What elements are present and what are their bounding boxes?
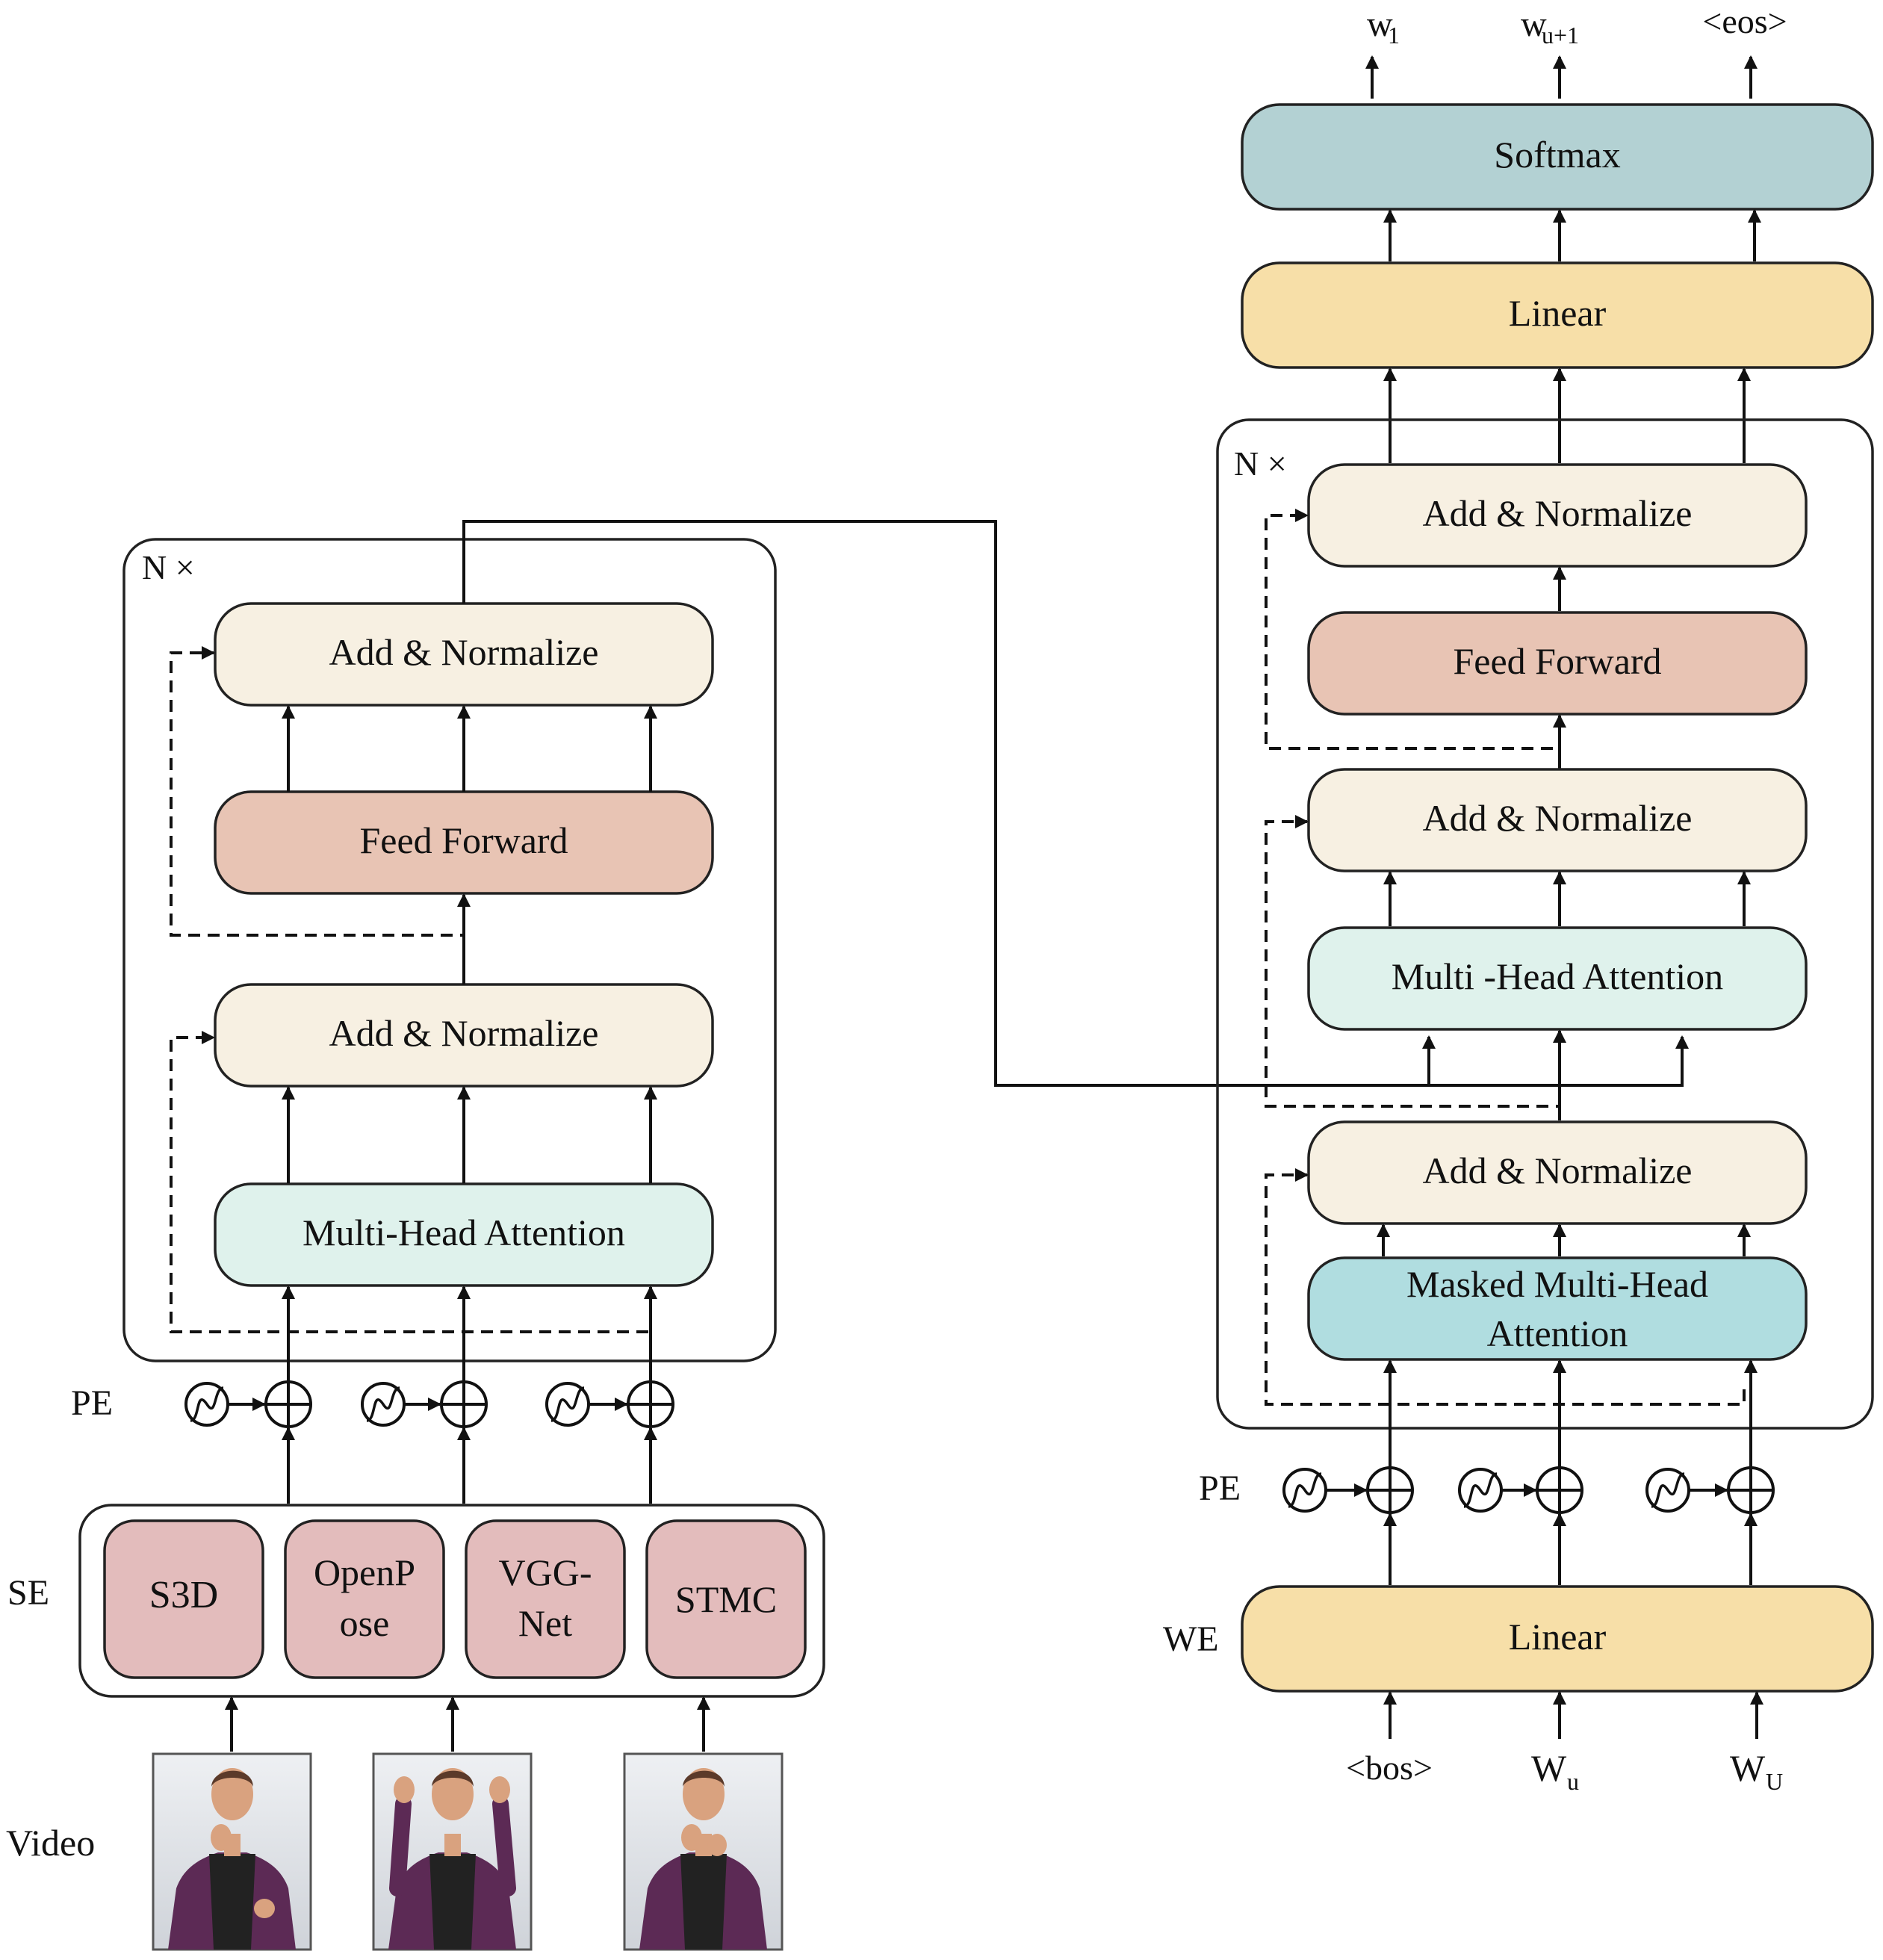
input-token: W u bbox=[1531, 1747, 1579, 1795]
svg-text:u+1: u+1 bbox=[1542, 22, 1579, 49]
decoder-repeat-label: N × bbox=[1234, 444, 1287, 483]
svg-text:S3D: S3D bbox=[149, 1574, 218, 1616]
svg-text:Softmax: Softmax bbox=[1494, 134, 1620, 176]
svg-text:U: U bbox=[1766, 1768, 1783, 1795]
feature-to-pe-arrows bbox=[282, 1427, 657, 1504]
decoder-add-normalize-3: Add & Normalize bbox=[1307, 463, 1808, 568]
svg-text:Masked Multi-Head: Masked Multi-Head bbox=[1406, 1263, 1708, 1305]
feature-block-stmc: STMC bbox=[645, 1519, 807, 1679]
feature-block-vggnet: VGG- Net bbox=[465, 1519, 626, 1679]
svg-text:W: W bbox=[1730, 1747, 1766, 1789]
positional-encoding-unit bbox=[1645, 1466, 1775, 1514]
se-label: SE bbox=[7, 1573, 49, 1613]
input-tokens: <bos> W u W U bbox=[1346, 1747, 1783, 1795]
svg-text:u: u bbox=[1567, 1768, 1579, 1795]
encoder-add-normalize-top: Add & Normalize bbox=[214, 602, 714, 707]
positional-encoding-unit bbox=[184, 1380, 312, 1428]
encoder-repeat-label: N × bbox=[142, 548, 195, 586]
svg-text:Add & Normalize: Add & Normalize bbox=[1422, 492, 1692, 534]
encoder-multi-head-attention: Multi-Head Attention bbox=[214, 1182, 714, 1287]
svg-text:STMC: STMC bbox=[675, 1578, 777, 1620]
svg-text:w: w bbox=[1367, 4, 1393, 44]
svg-text:<bos>: <bos> bbox=[1346, 1749, 1433, 1787]
svg-text:Attention: Attention bbox=[1487, 1312, 1628, 1354]
output-token: w u+1 bbox=[1521, 4, 1579, 49]
svg-text:ose: ose bbox=[340, 1602, 390, 1644]
video-frame-1 bbox=[152, 1752, 312, 1951]
svg-text:Add & Normalize: Add & Normalize bbox=[329, 1012, 598, 1054]
svg-text:w: w bbox=[1521, 4, 1547, 44]
svg-text:W: W bbox=[1531, 1747, 1567, 1789]
decoder-multi-head-attention: Multi -Head Attention bbox=[1307, 926, 1808, 1031]
svg-text:Add & Normalize: Add & Normalize bbox=[1422, 1150, 1692, 1191]
input-to-embedding-arrows bbox=[1383, 1691, 1763, 1739]
positional-encoding-unit bbox=[361, 1380, 488, 1428]
video-frame-2 bbox=[372, 1752, 533, 1951]
feature-block-s3d: S3D bbox=[103, 1519, 264, 1679]
masked-to-addnorm-arrows bbox=[1377, 1224, 1751, 1256]
output-tokens: w 1 w u+1 <eos> bbox=[1367, 2, 1787, 49]
encoder-pe-label: PE bbox=[71, 1383, 113, 1423]
decoder-feed-forward: Feed Forward bbox=[1307, 611, 1808, 716]
svg-text:OpenP: OpenP bbox=[314, 1551, 415, 1593]
encoder-output-connection bbox=[462, 520, 1689, 1087]
softmax-output-arrows bbox=[1365, 55, 1758, 99]
svg-text:Linear: Linear bbox=[1509, 292, 1607, 334]
positional-encoding-unit bbox=[1458, 1466, 1583, 1514]
we-label: WE bbox=[1163, 1619, 1219, 1659]
encoder-pe-units bbox=[184, 1380, 674, 1428]
svg-text:Multi-Head Attention: Multi-Head Attention bbox=[303, 1212, 625, 1253]
encoder-repeat-container bbox=[122, 538, 777, 1362]
positional-encoding-unit bbox=[545, 1380, 674, 1428]
decoder-linear-top: Linear bbox=[1241, 261, 1874, 369]
decoder-add-normalize-1: Add & Normalize bbox=[1307, 1120, 1808, 1225]
feature-block-openpose: OpenP ose bbox=[284, 1519, 445, 1679]
encoder-feed-forward: Feed Forward bbox=[214, 790, 714, 895]
decoder-masked-multi-head-attention: Masked Multi-Head Attention bbox=[1307, 1256, 1808, 1361]
encoder-residual-connections bbox=[170, 646, 652, 1333]
svg-text:Multi -Head Attention: Multi -Head Attention bbox=[1392, 955, 1723, 997]
video-frame-3 bbox=[623, 1752, 784, 1951]
svg-text:Add & Normalize: Add & Normalize bbox=[1422, 797, 1692, 839]
video-label: Video bbox=[6, 1822, 95, 1864]
encoder-add-normalize-bottom: Add & Normalize bbox=[214, 983, 714, 1088]
decoder-softmax: Softmax bbox=[1241, 103, 1874, 211]
decoder-pe-units bbox=[1282, 1466, 1775, 1514]
attention-to-addnorm-arrows bbox=[1383, 871, 1751, 926]
svg-text:Add & Normalize: Add & Normalize bbox=[329, 631, 598, 673]
svg-text:<eos>: <eos> bbox=[1702, 2, 1787, 40]
video-to-se-arrows bbox=[225, 1696, 710, 1752]
input-token: <bos> bbox=[1346, 1749, 1433, 1787]
decoder-pe-label: PE bbox=[1199, 1469, 1241, 1508]
input-token: W U bbox=[1730, 1747, 1783, 1795]
output-token: w 1 bbox=[1367, 4, 1400, 49]
svg-text:1: 1 bbox=[1388, 22, 1400, 49]
embedding-to-pe-arrows bbox=[1383, 1513, 1758, 1585]
decoder-residual-connections bbox=[1265, 509, 1746, 1406]
decoder-add-normalize-2: Add & Normalize bbox=[1307, 768, 1808, 872]
output-token: <eos> bbox=[1702, 2, 1787, 40]
decoder-repeat-container bbox=[1216, 418, 1874, 1430]
linear-to-softmax-arrows bbox=[1383, 209, 1761, 261]
encoder-arrows bbox=[282, 705, 657, 1385]
pe-to-masked-attention-arrows bbox=[1383, 1359, 1758, 1470]
svg-text:Feed Forward: Feed Forward bbox=[359, 819, 568, 861]
decoder-to-linear-arrows bbox=[1383, 368, 1751, 463]
svg-text:VGG-: VGG- bbox=[499, 1551, 592, 1593]
positional-encoding-unit bbox=[1282, 1466, 1414, 1514]
svg-text:Linear: Linear bbox=[1509, 1616, 1607, 1657]
svg-text:Net: Net bbox=[518, 1602, 572, 1644]
svg-text:Feed Forward: Feed Forward bbox=[1453, 640, 1661, 682]
decoder-linear-embedding: Linear bbox=[1241, 1585, 1874, 1693]
